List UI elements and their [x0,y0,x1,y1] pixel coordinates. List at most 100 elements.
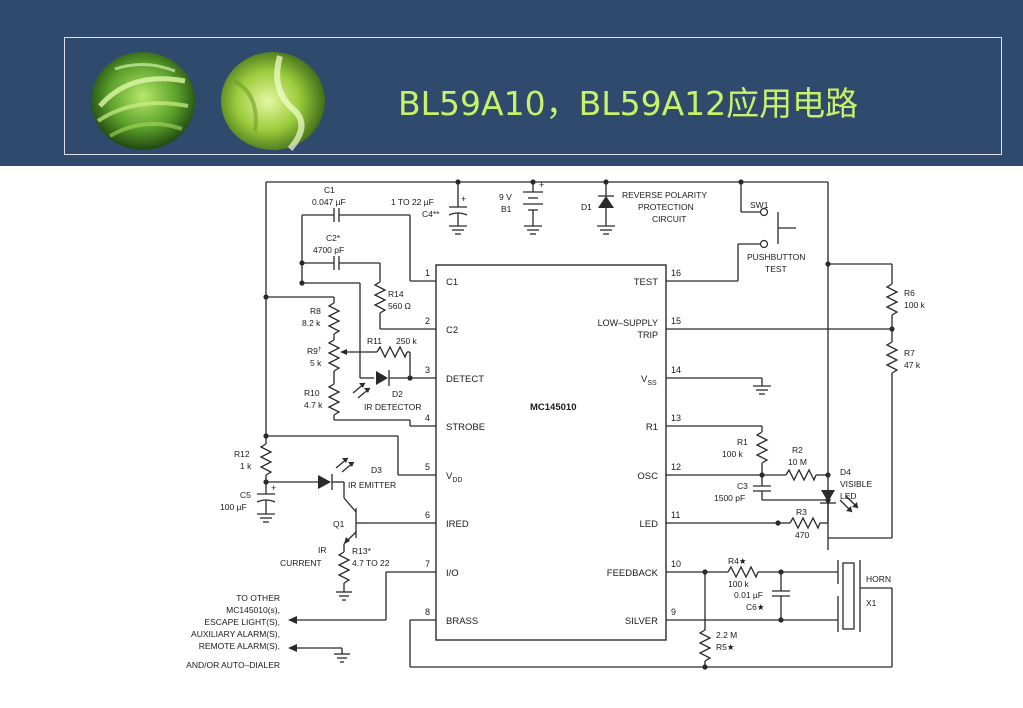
io-note-5: REMOTE ALARM(S), [199,641,280,651]
pin-number: 10 [671,559,681,569]
vdd-supply-network: R12 1 k + C5 100 µF [220,433,399,523]
pin-left-4: 4 STROBE [410,413,485,433]
r4-name: R4★ [728,556,747,566]
divider-r8-r9-r10: R8 8.2 k R9† 5 k R10 4.7 k [263,294,411,426]
r2-name: R2 [792,445,803,455]
r8-name: R8 [310,306,321,316]
pin-label-line2: TRIP [637,330,658,340]
pin-label: STROBE [446,422,485,433]
r11-value: 250 k [396,336,418,346]
detect-feedback-wire [302,282,374,379]
pin-left-2: 2 C2 [410,316,458,336]
c1-name: C1 [324,185,335,195]
r6-name: R6 [904,288,915,298]
pin-label-sub: SS [647,380,657,387]
pin-label: R1 [646,422,658,433]
c6-name: C6★ [746,602,765,612]
pin-number: 5 [425,462,430,472]
r5-value: 2.2 M [716,630,737,640]
pin-right-16: 16 TEST [634,268,738,288]
pin-label: C2 [446,325,458,336]
pin-number: 13 [671,413,681,423]
pin-label-sub: DD [452,477,462,484]
c1-value: 0.047 µF [312,197,346,207]
pin-label: I/O [446,568,459,579]
slide-title: BL59A10，BL59A12应用电路 [398,84,859,123]
d4-note-2: LED [840,491,857,501]
sw1-name: SW1 [750,200,769,210]
pin-left-8: 8 BRASS [410,607,478,627]
pin-label: LED [640,519,659,530]
pin-right-15: 15 LOW–SUPPLY TRIP [598,316,892,340]
r9-name: R9† [307,346,322,356]
r14-value: 560 Ω [388,301,411,311]
pin-right-13: 13 R1 [646,413,762,433]
d4-name: D4 [840,467,851,477]
r8-value: 8.2 k [302,318,321,328]
transistor-q1: Q1 [333,497,368,545]
pin-label: VDD [446,471,462,484]
c4-value: 1 TO 22 µF [391,197,434,207]
pin-right-10: 10 FEEDBACK [607,559,705,579]
pin-right-11: 11 LED [640,510,778,530]
b1-plus: + [539,180,544,190]
pin-number: 9 [671,607,676,617]
io-note-6: AND/OR AUTO–DIALER [186,660,280,670]
r1-name: R1 [737,437,748,447]
pin-label-main: V [641,374,648,385]
pin-number: 3 [425,365,430,375]
r12-value: 1 k [240,461,252,471]
pushbutton-sw1: SW1 PUSHBUTTON TEST [737,182,805,281]
d2-name: D2 [392,389,403,399]
r13-note-2: CURRENT [280,558,322,568]
r5-name: R5★ [716,642,735,652]
pin-right-14: 14 VSS [641,365,762,387]
b1-name: B1 [501,204,512,214]
r9-mark: † [318,346,322,353]
r3-name: R3 [796,507,807,517]
r13-note-1: IR [318,545,327,555]
d2-note: IR DETECTOR [364,402,421,412]
capacitor-c4: + 1 TO 22 µF C4** [391,182,468,235]
d3-note: IR EMITTER [348,480,396,490]
resistor-r1: R1 100 k [722,426,769,478]
pin-label: BRASS [446,616,478,627]
io-output: TO OTHER MC145010(s), ESCAPE LIGHT(S), A… [186,572,387,670]
r3-value: 470 [795,530,809,540]
io-note-4: AUXILIARY ALARM(S), [191,629,280,639]
leaf-photo-icon [91,52,195,150]
divider-r6-r7: R6 100 k R7 47 k [825,261,926,539]
c6-value: 0.01 µF [734,590,763,600]
c3-value: 1500 pF [714,493,745,503]
resistor-r3: R3 470 [775,503,829,540]
ir-detector-d2: D2 IR DETECTOR [352,370,421,412]
ic-name: MC145010 [530,402,576,413]
pin-right-12: 12 OSC [637,462,762,482]
r14-name: R14 [388,289,404,299]
r11-name: R11 [367,336,382,346]
c2-value: 4700 pF [313,245,344,255]
horn-label: HORN [866,574,891,584]
capacitor-c3: C3 1500 pF [714,475,828,503]
pin-number: 4 [425,413,430,423]
pin-label: OSC [637,471,658,482]
pin-label: C1 [446,277,458,288]
resistor-r13: R13* 4.7 TO 22 IR CURRENT [280,544,390,601]
r9-name-main: R9 [307,346,318,356]
pin-left-3: 3 DETECT [410,365,484,385]
resistor-r2: R2 10 M [762,445,831,482]
battery-b1: + 9 V B1 [499,180,544,235]
capacitor-c2: C2* 4700 pF [299,233,380,286]
r13-name: R13* [352,546,372,556]
io-note-3: ESCAPE LIGHT(S), [204,617,280,627]
d1-note-2: PROTECTION [638,202,694,212]
r4-value: 100 k [728,579,750,589]
capacitor-c1: C1 0.047 µF [301,185,411,281]
pin-number: 7 [425,559,430,569]
pin-number: 11 [671,510,680,520]
b1-value: 9 V [499,192,512,202]
pin-number: 8 [425,607,430,617]
io-note-2: MC145010(s), [226,605,280,615]
horn-drive-network: R4★ 100 k 0.01 µF C6★ 2.2 M R5★ [698,556,838,667]
resistor-r11: R11 250 k [367,336,418,381]
